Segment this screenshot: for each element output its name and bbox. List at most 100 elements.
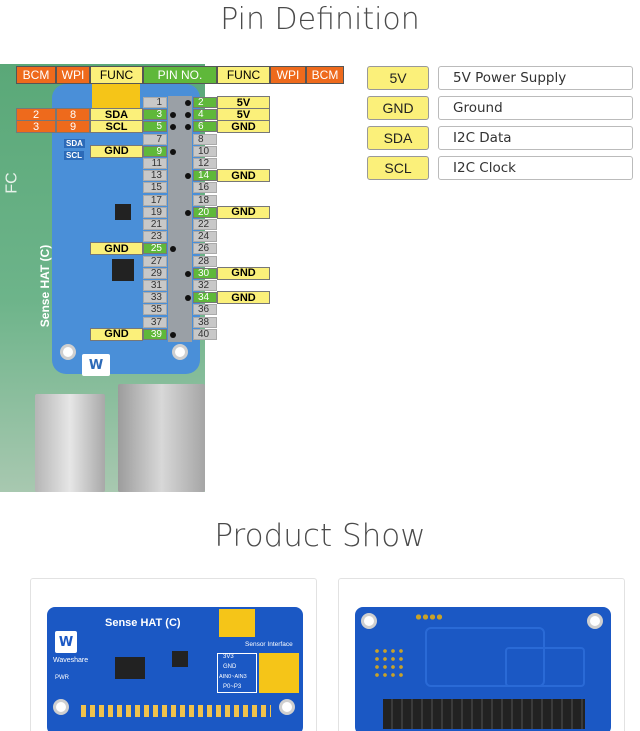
pin-bcm-left: 3 bbox=[16, 120, 56, 134]
pin-dot bbox=[170, 112, 176, 119]
pin-dot bbox=[170, 124, 176, 131]
pin-number-right: 10 bbox=[193, 145, 217, 157]
pcb-brand: Waveshare bbox=[53, 657, 89, 664]
pin-dot bbox=[185, 295, 191, 302]
header-wpi-left: WPI bbox=[56, 66, 90, 84]
yellow-connector bbox=[219, 609, 255, 637]
mounting-hole bbox=[361, 613, 377, 629]
board-label-scl: SCL bbox=[64, 151, 84, 160]
legend-key-5v: 5V bbox=[367, 66, 429, 90]
legend-desc-gnd: Ground bbox=[438, 96, 633, 120]
usb-port bbox=[35, 394, 105, 492]
pin-dot bbox=[185, 173, 191, 180]
mounting-hole bbox=[279, 699, 295, 715]
header-pin-no: PIN NO. bbox=[143, 66, 217, 84]
pin-number-left: 25 bbox=[143, 243, 167, 255]
pin-number-left: 13 bbox=[143, 170, 167, 182]
pin-number-left: 3 bbox=[143, 109, 167, 121]
pin-func-right: GND bbox=[217, 205, 270, 219]
pin-number-right: 40 bbox=[193, 328, 217, 340]
pin-number-right: 32 bbox=[193, 280, 217, 291]
pin-number-right: 16 bbox=[193, 182, 217, 194]
chip bbox=[115, 657, 145, 679]
board-label-hat: Sense HAT (C) bbox=[38, 244, 52, 328]
legend-key-scl: SCL bbox=[367, 156, 429, 180]
header-func-right: FUNC bbox=[217, 66, 270, 84]
pin-number-right: 36 bbox=[193, 304, 217, 316]
pad-cluster bbox=[373, 647, 405, 679]
pad-cluster bbox=[415, 611, 443, 623]
mounting-hole bbox=[172, 344, 188, 360]
pcb-pin-ain: AIN0~AIN3 bbox=[219, 674, 247, 680]
sensor-connector bbox=[92, 84, 140, 112]
product-image-front: Sense HAT (C) W Waveshare PWR Sensor Int… bbox=[30, 578, 317, 731]
mounting-hole bbox=[587, 613, 603, 629]
pin-number-right: 8 bbox=[193, 133, 217, 145]
pcb-pwr: PWR bbox=[55, 675, 69, 681]
pin-definition-title: Pin Definition bbox=[220, 2, 420, 37]
yellow-connector bbox=[259, 653, 299, 693]
gpio-header-back bbox=[383, 699, 585, 729]
pin-bcm-left: 2 bbox=[16, 108, 56, 122]
pin-func-left: SCL bbox=[90, 120, 143, 134]
header-bcm-left: BCM bbox=[16, 66, 56, 84]
pin-dot bbox=[185, 270, 191, 277]
pin-number-right: 20 bbox=[193, 206, 217, 218]
pin-number-left: 7 bbox=[143, 133, 167, 145]
pcb-title: Sense HAT (C) bbox=[105, 617, 181, 629]
header-pads bbox=[81, 705, 271, 717]
pin-labels-box bbox=[217, 653, 257, 693]
pin-number-left: 11 bbox=[143, 158, 167, 169]
pin-number-left: 17 bbox=[143, 194, 167, 206]
board-label-fc: FC bbox=[3, 172, 21, 194]
pin-number-left: 37 bbox=[143, 316, 167, 328]
pin-number-right: 34 bbox=[193, 292, 217, 304]
brand-logo: W bbox=[82, 354, 110, 376]
chip bbox=[115, 204, 131, 220]
pin-func-left: GND bbox=[90, 242, 143, 256]
brand-logo: W bbox=[55, 631, 77, 653]
pin-diagram: SDA SCL Sense HAT (C) FC W BCM WPI FUNC … bbox=[0, 64, 345, 492]
pin-number-right: 24 bbox=[193, 231, 217, 243]
ethernet-port bbox=[118, 384, 205, 492]
pcb-trace bbox=[425, 627, 545, 687]
pin-number-left: 15 bbox=[143, 182, 167, 194]
pin-number-left: 23 bbox=[143, 231, 167, 243]
product-image-back bbox=[338, 578, 625, 731]
legend-key-gnd: GND bbox=[367, 96, 429, 120]
pin-number-right: 12 bbox=[193, 158, 217, 169]
pin-dot bbox=[170, 246, 176, 253]
pin-dot bbox=[185, 124, 191, 131]
pin-number-left: 35 bbox=[143, 304, 167, 316]
pcb-pin-gnd: GND bbox=[223, 664, 237, 670]
chip bbox=[112, 259, 134, 281]
pin-dot bbox=[170, 148, 176, 155]
pin-func-right: 5V bbox=[217, 108, 270, 122]
pin-number-left: 29 bbox=[143, 267, 167, 279]
pin-dot bbox=[185, 209, 191, 216]
pin-dot bbox=[185, 100, 191, 106]
pcb-sensor-interface: Sensor Interface bbox=[245, 641, 293, 648]
pin-func-left: GND bbox=[90, 327, 143, 341]
pin-number-right: 14 bbox=[193, 170, 217, 182]
pin-number-right: 28 bbox=[193, 255, 217, 267]
pin-number-left: 33 bbox=[143, 292, 167, 304]
pin-func-left: SDA bbox=[90, 108, 143, 122]
pcb-pin-p: P0~P3 bbox=[223, 684, 242, 690]
pin-number-left: 1 bbox=[143, 97, 167, 108]
gpio-header bbox=[168, 96, 192, 342]
product-show-title: Product Show bbox=[214, 518, 426, 554]
mounting-hole bbox=[60, 344, 76, 360]
pin-func-right: GND bbox=[217, 266, 270, 280]
pin-dot bbox=[170, 331, 176, 338]
legend-desc-5v: 5V Power Supply bbox=[438, 66, 633, 90]
pin-number-left: 9 bbox=[143, 145, 167, 157]
pin-number-right: 26 bbox=[193, 243, 217, 255]
pin-wpi-left: 8 bbox=[56, 108, 90, 122]
pin-func-right: GND bbox=[217, 169, 270, 183]
pin-wpi-left: 9 bbox=[56, 120, 90, 134]
pin-number-right: 30 bbox=[193, 267, 217, 279]
pcb-pin-3v3: 3V3 bbox=[223, 654, 234, 660]
pin-number-right: 2 bbox=[193, 97, 217, 108]
legend-key-sda: SDA bbox=[367, 126, 429, 150]
